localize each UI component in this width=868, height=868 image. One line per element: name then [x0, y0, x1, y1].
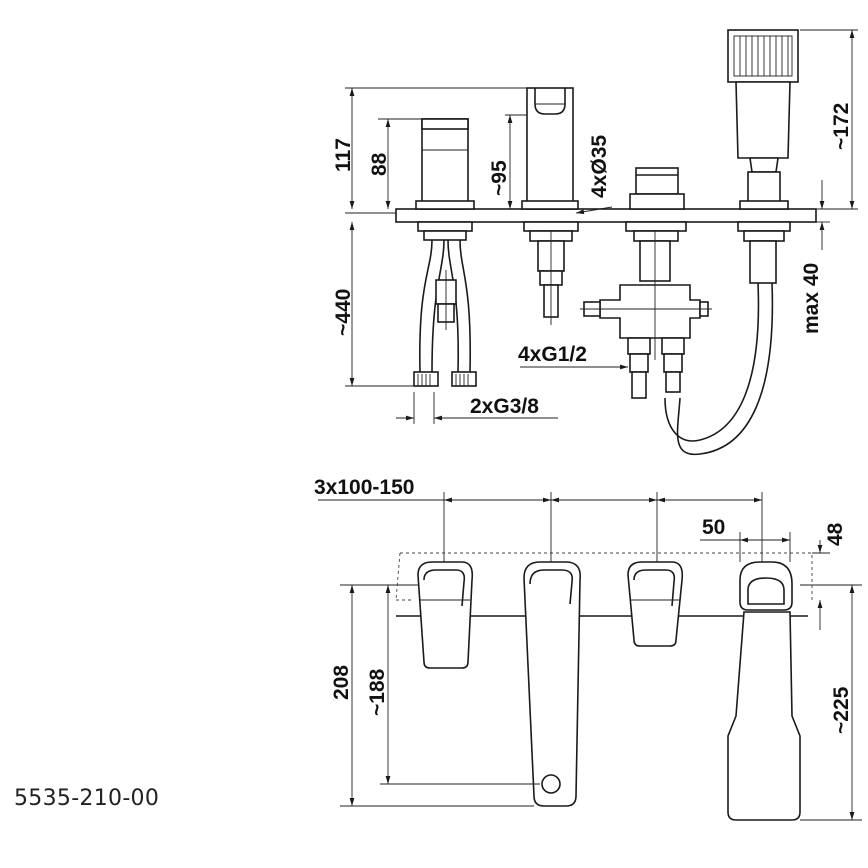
diverter-side: [580, 167, 712, 399]
dim-4x35: 4xØ35: [588, 135, 611, 198]
dim-117: 117: [332, 138, 355, 172]
dim-g38: 2xG3/8: [470, 395, 539, 418]
dim-440: ~440: [332, 289, 355, 336]
dim-172: ~172: [830, 103, 853, 150]
dimension-lines-front: [318, 492, 862, 821]
front-elevation-view: 3x100-150 50 48 208 ~188 ~225: [314, 476, 862, 821]
left-valve-body: [413, 118, 477, 387]
spout-front: [523, 561, 582, 807]
dim-48: 48: [824, 522, 847, 546]
spout-side: [521, 87, 579, 325]
dim-50: 50: [702, 516, 725, 539]
dimension-lines-side: [345, 29, 858, 424]
dim-208: 208: [330, 665, 353, 700]
dim-225: ~225: [830, 686, 853, 734]
dim-max40: max 40: [800, 263, 823, 334]
side-elevation-view: 117 88 ~95 4xØ35 ~172 ~440 max 40 4xG1/2…: [332, 29, 858, 456]
right-handle-front: [627, 561, 684, 647]
dim-g12: 4xG1/2: [518, 343, 587, 366]
dim-188: ~188: [366, 668, 389, 716]
left-handle-front: [417, 561, 474, 669]
deck-plate: [395, 208, 817, 223]
handshower-side: [664, 29, 799, 456]
dim-spacing: 3x100-150: [314, 476, 414, 499]
dim-95: ~95: [488, 160, 511, 196]
product-code: 5535-210-00: [14, 786, 160, 811]
handshower-front: [727, 561, 801, 821]
dim-88: 88: [368, 152, 391, 176]
